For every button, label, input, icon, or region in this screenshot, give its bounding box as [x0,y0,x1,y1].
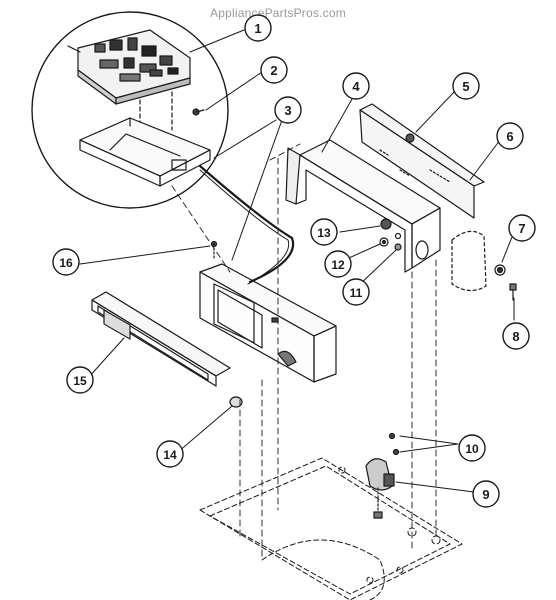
callout-13-label: 13 [317,226,331,240]
overlay-panel-part [91,291,231,387]
callout-4-label: 4 [352,79,360,94]
callout-10-label: 10 [465,442,479,456]
callout-14: 14 [156,440,184,468]
cabinet-top-part [199,457,463,600]
screw-11-part [394,243,402,251]
callout-4: 4 [342,72,370,100]
callout-1-label: 1 [254,21,261,36]
callout-7: 7 [508,214,536,242]
rear-panel-part [359,103,485,219]
screw-10b-part [392,448,400,456]
callout-5-label: 5 [462,79,469,94]
callout-9-label: 9 [482,487,489,502]
callout-9: 9 [472,480,500,508]
callout-10: 10 [458,434,486,462]
callout-15-label: 15 [73,374,87,388]
nut-13-part [380,218,392,230]
callout-16: 16 [52,248,80,276]
callout-14-label: 14 [163,448,177,462]
callout-1: 1 [244,14,272,42]
callout-8: 8 [502,322,530,350]
alignment-lines [171,143,437,561]
screw-2-part [192,108,205,116]
callout-12-label: 12 [331,258,345,272]
board-housing-part [79,117,211,187]
callout-12: 12 [324,250,352,278]
watermark-text: AppliancePartsPros.com [210,6,346,20]
callout-7-label: 7 [518,221,525,236]
screw-10a-part [388,432,396,440]
callout-3-label: 3 [284,103,291,118]
callout-2-label: 2 [270,63,277,78]
detail-inset [31,11,229,209]
wire-harness-part [198,164,295,284]
foot-14-part [229,396,243,408]
callout-11-label: 11 [350,286,363,300]
switch-9-part [365,458,395,519]
callout-2: 2 [260,56,288,84]
callout-13: 13 [310,218,338,246]
callout-11: 11 [342,278,370,306]
leader-lines [79,29,515,493]
knob-7-part [494,264,506,276]
callout-6-label: 6 [506,129,513,144]
washer-12-part [379,237,389,247]
console-bracket-part [285,139,441,273]
callout-6: 6 [496,122,524,150]
callout-5: 5 [452,72,480,100]
callout-8-label: 8 [512,329,519,344]
console-panel-part [199,263,337,383]
screw-8-part [509,283,517,301]
callout-15: 15 [66,366,94,394]
callout-16-label: 16 [59,256,73,270]
side-cover-part [451,230,487,292]
callout-3: 3 [274,96,302,124]
screw-16-part [210,240,218,259]
control-board-part [67,29,191,105]
